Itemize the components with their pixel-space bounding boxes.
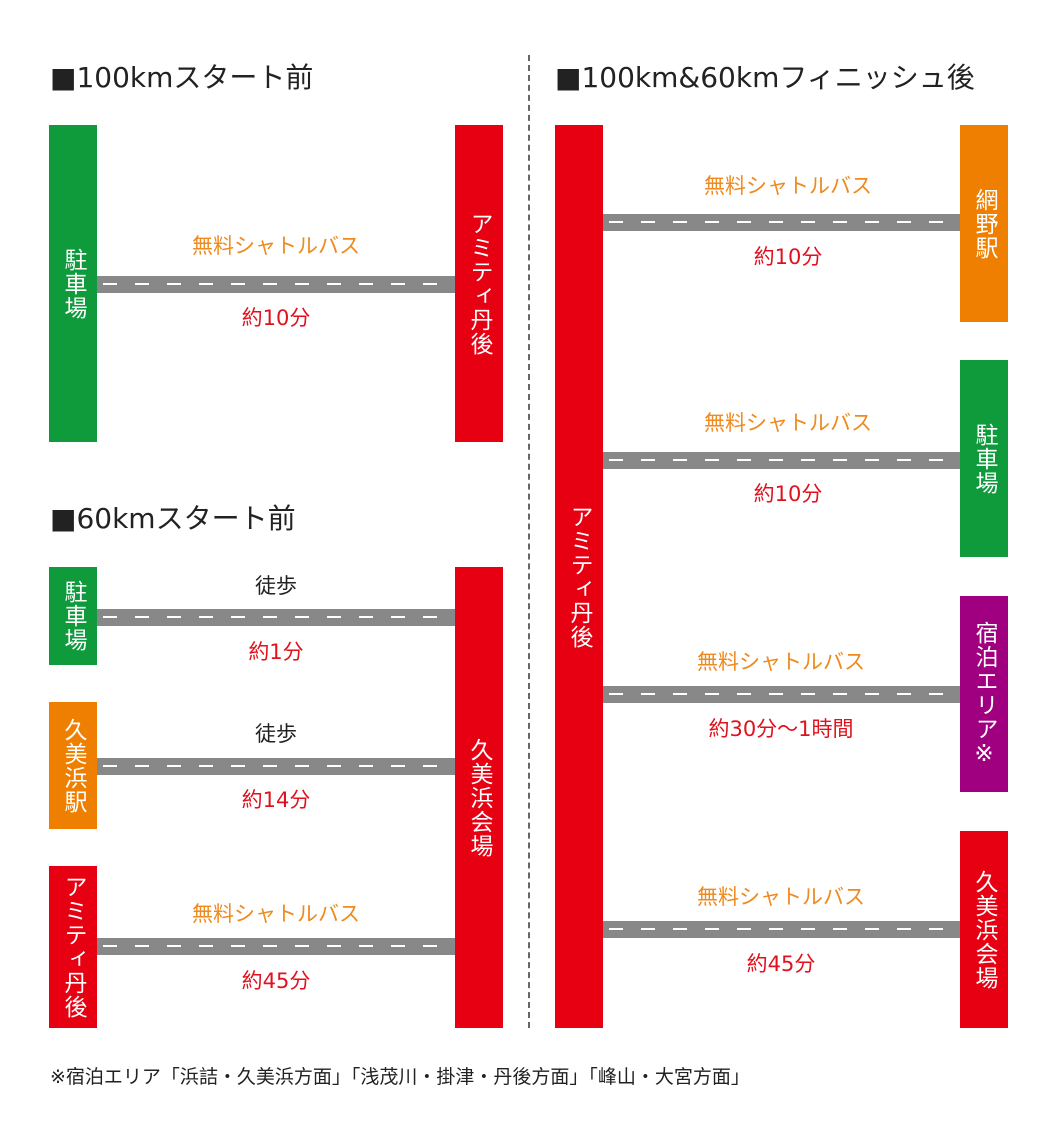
location-kumihama-station: 久美浜駅	[49, 702, 97, 829]
route-mode: 無料シャトルバス	[704, 411, 872, 435]
route-road	[603, 921, 960, 938]
route-time: 約10分	[753, 482, 823, 506]
location-label: 網野駅	[971, 187, 997, 260]
location-label: 駐車場	[60, 247, 86, 320]
route-time: 約14分	[241, 788, 311, 812]
location-label: アミティ丹後	[466, 211, 492, 356]
route-time: 約45分	[746, 952, 816, 976]
section-title-finish: ■100km&60kmフィニッシュ後	[555, 61, 975, 94]
location-parking: 駐車場	[960, 360, 1008, 557]
location-label: 駐車場	[971, 422, 997, 495]
location-label: アミティ丹後	[566, 504, 592, 649]
location-kumihama-venue: 久美浜会場	[455, 567, 503, 1028]
route-road	[603, 452, 960, 469]
location-label: アミティ丹後	[60, 875, 86, 1019]
route-mode: 無料シャトルバス	[697, 885, 865, 909]
location-parking: 駐車場	[49, 125, 97, 442]
route-mode: 無料シャトルバス	[704, 174, 872, 198]
location-label: 久美浜駅	[60, 717, 86, 814]
location-parking: 駐車場	[49, 567, 97, 665]
route-time: 約10分	[753, 245, 823, 269]
route-time: 約1分	[248, 640, 304, 664]
location-label: 久美浜会場	[971, 869, 997, 990]
route-road	[603, 214, 960, 231]
route-road	[97, 758, 455, 775]
location-label: 久美浜会場	[466, 737, 492, 858]
location-lodging-area: 宿泊エリア※	[960, 596, 1008, 792]
footnote: ※宿泊エリア「浜詰・久美浜方面」「浅茂川・掛津・丹後方面」「峰山・大宮方面」	[50, 1066, 750, 1088]
route-road	[97, 938, 455, 955]
route-mode: 無料シャトルバス	[192, 234, 360, 258]
section-title-100km-start: ■100kmスタート前	[50, 61, 314, 94]
location-label: 宿泊エリア※	[971, 620, 997, 768]
location-label: 駐車場	[60, 580, 86, 652]
section-title-60km-start: ■60kmスタート前	[50, 502, 296, 535]
route-road	[97, 609, 455, 626]
route-mode: 無料シャトルバス	[192, 902, 360, 926]
location-amity-tango: アミティ丹後	[555, 125, 603, 1028]
route-mode: 徒歩	[255, 574, 297, 598]
route-road	[97, 276, 455, 293]
location-amity-tango: アミティ丹後	[49, 866, 97, 1028]
location-kumihama-venue: 久美浜会場	[960, 831, 1008, 1028]
route-time: 約45分	[241, 969, 311, 993]
route-time: 約30分〜1時間	[708, 717, 854, 741]
route-time: 約10分	[241, 306, 311, 330]
route-road	[603, 686, 960, 703]
section-divider	[528, 55, 530, 1028]
location-amity-tango: アミティ丹後	[455, 125, 503, 442]
route-mode: 無料シャトルバス	[697, 650, 865, 674]
location-amino-station: 網野駅	[960, 125, 1008, 322]
route-mode: 徒歩	[255, 722, 297, 746]
